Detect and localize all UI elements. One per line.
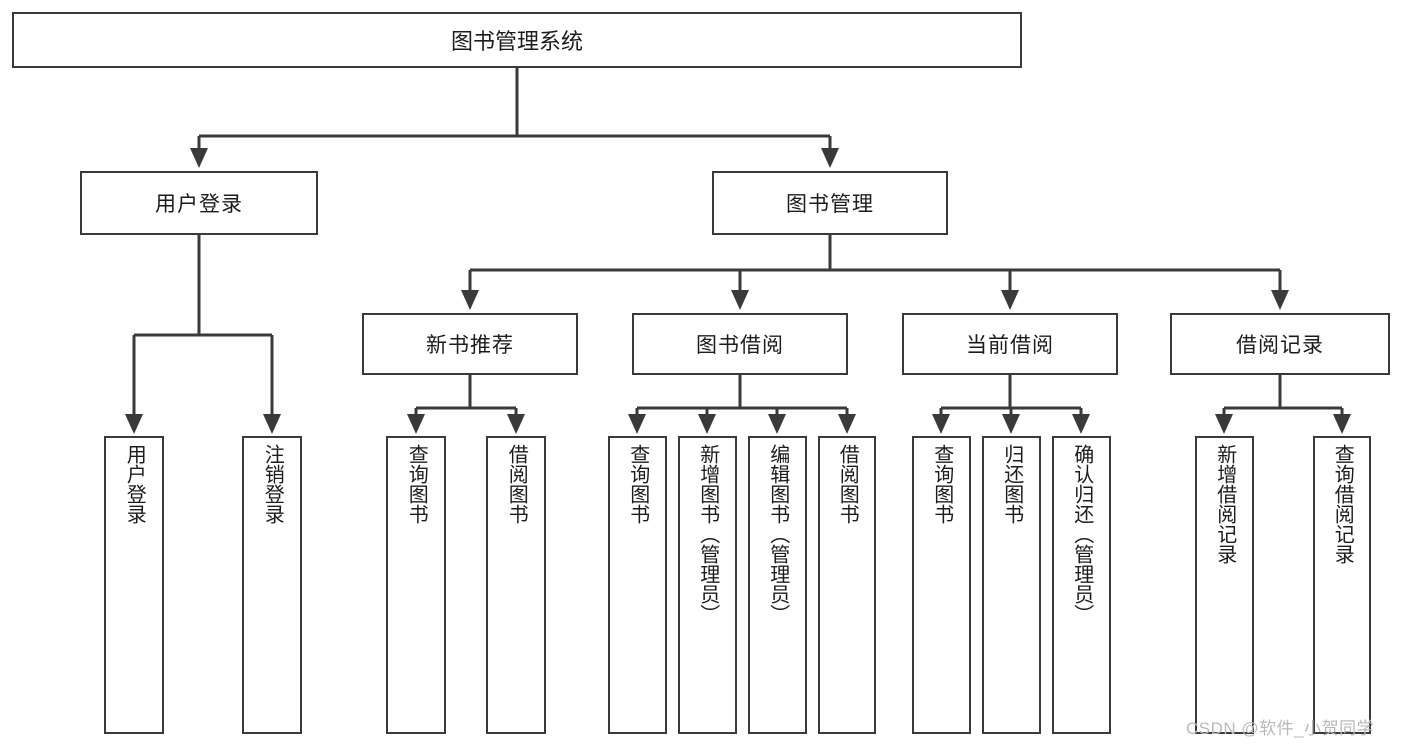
node-leaf-label: 用户登录 (123, 444, 146, 524)
node-leaf-label: 借阅图书 (505, 444, 528, 524)
node-leaf-2[interactable]: 查询图书 (386, 436, 446, 734)
node-leaf-1[interactable]: 注销登录 (242, 436, 302, 734)
node-leaf-9[interactable]: 归还图书 (982, 436, 1041, 734)
node-leaf-label: 编辑图书（管理员） (766, 444, 789, 624)
node-level3-label: 当前借阅 (966, 334, 1054, 357)
node-level2-label: 用户登录 (155, 193, 243, 216)
arrow-login-leaf-0-head (125, 414, 143, 434)
node-leaf-10[interactable]: 确认归还（管理员） (1052, 436, 1111, 734)
node-leaf-label: 注销登录 (261, 444, 284, 524)
arrow-level3-0-head (461, 290, 479, 310)
arrow-group-2-leaf-0-head (932, 414, 950, 434)
node-leaf-label: 查询借阅记录 (1331, 444, 1354, 564)
node-leaf-8[interactable]: 查询图书 (912, 436, 971, 734)
node-level3-2[interactable]: 当前借阅 (902, 313, 1118, 375)
node-leaf-label: 新增图书（管理员） (696, 444, 719, 624)
node-leaf-label: 确认归还（管理员） (1070, 444, 1093, 624)
node-leaf-4[interactable]: 查询图书 (608, 436, 667, 734)
node-leaf-0[interactable]: 用户登录 (104, 436, 164, 734)
arrow-group-1-leaf-1-head (698, 414, 716, 434)
arrow-group-2-leaf-2-head (1072, 414, 1090, 434)
node-leaf-11[interactable]: 新增借阅记录 (1195, 436, 1254, 734)
node-leaf-label: 借阅图书 (836, 444, 859, 524)
node-root-label: 图书管理系统 (450, 29, 583, 54)
arrow-group-3-leaf-0-head (1215, 414, 1233, 434)
node-leaf-6[interactable]: 编辑图书（管理员） (748, 436, 807, 734)
arrow-login-leaf-1-head (263, 414, 281, 434)
arrow-group-1-leaf-2-head (768, 414, 786, 434)
node-leaf-5[interactable]: 新增图书（管理员） (678, 436, 737, 734)
node-leaf-label: 查询图书 (930, 444, 953, 524)
node-level2-1[interactable]: 图书管理 (712, 171, 948, 235)
node-root[interactable]: 图书管理系统 (12, 12, 1022, 68)
node-level3-1[interactable]: 图书借阅 (632, 313, 848, 375)
node-leaf-3[interactable]: 借阅图书 (486, 436, 546, 734)
arrow-group-1-leaf-0-head (628, 414, 646, 434)
csdn-watermark: CSDN @软件_小贺同学 (1186, 719, 1375, 738)
node-leaf-label: 新增借阅记录 (1213, 444, 1236, 564)
node-leaf-label: 查询图书 (405, 444, 428, 524)
arrow-level3-3-head (1271, 290, 1289, 310)
node-level2-label: 图书管理 (786, 193, 874, 216)
arrow-group-2-leaf-1-head (1002, 414, 1020, 434)
arrow-group-1-leaf-3-head (838, 414, 856, 434)
arrow-level3-1-head (731, 290, 749, 310)
node-leaf-7[interactable]: 借阅图书 (818, 436, 876, 734)
arrow-group-0-leaf-0-head (407, 414, 425, 434)
arrow-level2-0-head (190, 148, 208, 168)
node-leaf-label: 归还图书 (1000, 444, 1023, 524)
arrow-group-0-leaf-1-head (507, 414, 525, 434)
node-level3-label: 图书借阅 (696, 334, 784, 357)
node-level3-3[interactable]: 借阅记录 (1170, 313, 1390, 375)
node-level3-label: 新书推荐 (426, 334, 514, 357)
arrow-level3-2-head (1001, 290, 1019, 310)
arrow-level2-1-head (821, 148, 839, 168)
arrow-group-3-leaf-1-head (1333, 414, 1351, 434)
node-leaf-12[interactable]: 查询借阅记录 (1313, 436, 1371, 734)
node-level3-0[interactable]: 新书推荐 (362, 313, 578, 375)
node-level3-label: 借阅记录 (1236, 334, 1324, 357)
node-level2-0[interactable]: 用户登录 (80, 171, 318, 235)
node-leaf-label: 查询图书 (626, 444, 649, 524)
